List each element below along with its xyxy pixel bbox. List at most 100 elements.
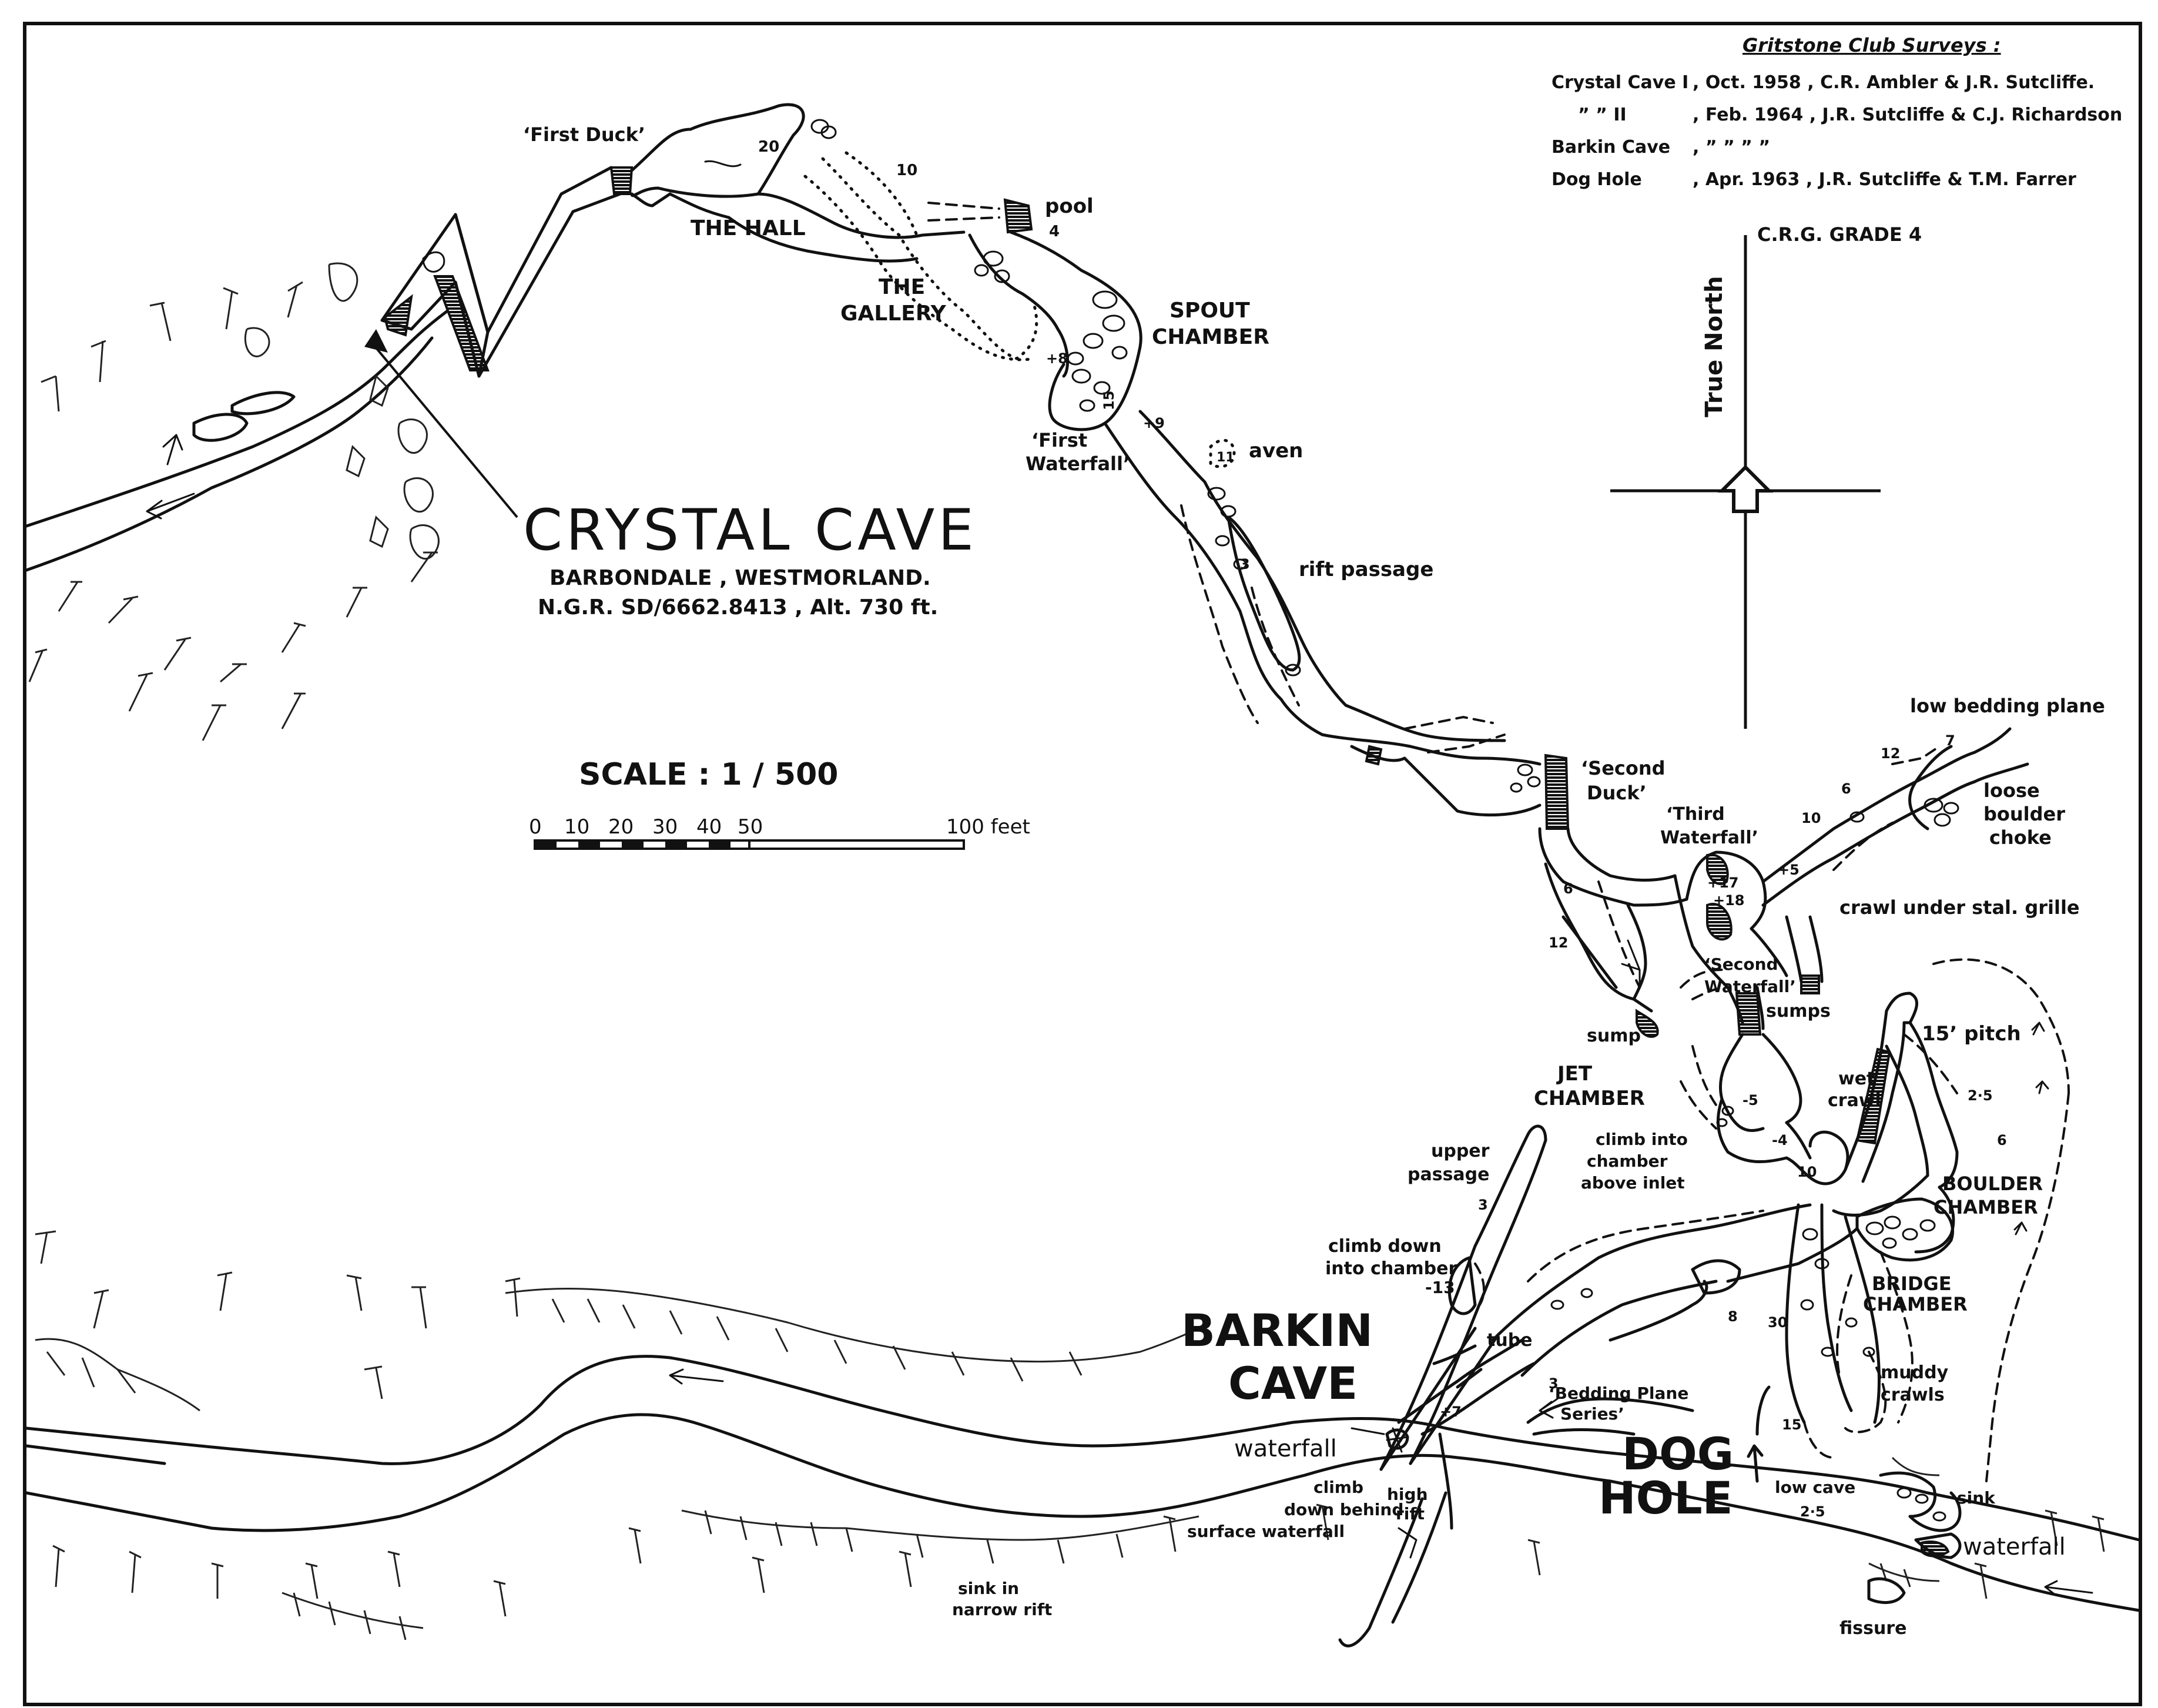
- map-location: BARBONDALE , WESTMORLAND.: [549, 566, 931, 590]
- barkin-waterfall: [1351, 1427, 1409, 1453]
- label-third-waterfall-1: ‘Third: [1666, 804, 1725, 825]
- spot-height: 7: [1945, 732, 1955, 749]
- label-rift-passage: rift passage: [1299, 558, 1433, 581]
- label-second-duck-1: ‘Second: [1581, 757, 1666, 779]
- barkin-dog-hole-passages: [1338, 1124, 1914, 1647]
- label-first-waterfall-1: ‘First: [1031, 429, 1087, 451]
- dog-hole-label-1: DOG: [1622, 1428, 1734, 1480]
- label-low-bedding-plane: low bedding plane: [1910, 695, 2105, 717]
- spot-height: 6: [1997, 1132, 2007, 1148]
- label-wet-crawl-1: wet: [1838, 1069, 1875, 1089]
- scale-tick-30: 30: [652, 815, 678, 839]
- scale-tick-40: 40: [696, 815, 722, 839]
- scale-tick-10: 10: [564, 815, 589, 839]
- spot-height: 6: [1841, 781, 1851, 797]
- spot-height: 12: [1549, 935, 1568, 951]
- scale-label: SCALE : 1 / 500: [579, 757, 838, 792]
- lower-stream: [25, 1355, 2141, 1612]
- scale-tick-50: 50: [738, 815, 763, 839]
- label-low-cave: low cave: [1775, 1478, 1855, 1497]
- label-climb-inlet-2: chamber: [1587, 1151, 1668, 1171]
- spot-height: +8: [1046, 350, 1068, 367]
- scale-bar: SCALE : 1 / 500 0 10 20 30 40 50 100 fee…: [529, 757, 1030, 850]
- label-first-duck: ‘First Duck’: [523, 123, 645, 146]
- spot-height: +17: [1707, 875, 1739, 891]
- label-waterfall-right: waterfall: [1963, 1533, 2066, 1560]
- label-climb-inlet-3: above inlet: [1581, 1173, 1685, 1193]
- spot-height: -13: [1425, 1278, 1455, 1297]
- label-climb-inlet-1: climb into: [1596, 1130, 1688, 1149]
- dog-hole-entrance: [1867, 1471, 1962, 1605]
- label-first-waterfall-2: Waterfall’: [1026, 453, 1130, 475]
- map-border: [23, 22, 2142, 1706]
- label-bridge-chamber-1: BRIDGE: [1872, 1272, 1952, 1295]
- label-the-gallery-1: THE: [879, 275, 925, 299]
- credit-2-name: ” ” II: [1578, 105, 1627, 125]
- label-climb-down-1: climb down: [1328, 1236, 1442, 1257]
- upper-crags: [28, 262, 440, 741]
- credit-1-name: Crystal Cave I: [1552, 72, 1688, 93]
- label-the-gallery-2: GALLERY: [840, 302, 947, 326]
- map-grid-ref: N.G.R. SD/6662.8413 , Alt. 730 ft.: [538, 595, 938, 619]
- true-north-label: True North: [1701, 276, 1728, 417]
- spot-height: 30: [1768, 1314, 1787, 1331]
- label-sink: sink: [1957, 1488, 1996, 1508]
- title-block: CRYSTAL CAVE BARBONDALE , WESTMORLAND. N…: [364, 329, 977, 619]
- spot-height: +18: [1713, 892, 1745, 909]
- label-sink-rift-2: narrow rift: [952, 1600, 1052, 1619]
- label-third-waterfall-2: Waterfall’: [1660, 828, 1758, 848]
- spot-height: +9: [1143, 415, 1165, 431]
- barkin-cave-label-1: BARKIN: [1181, 1304, 1373, 1357]
- label-fissure: fissure: [1839, 1618, 1906, 1639]
- spot-height: 12: [1881, 745, 1900, 762]
- label-pool: pool: [1045, 195, 1094, 218]
- spot-height: 15: [1782, 1416, 1801, 1433]
- label-crawl-grille: crawl under stal. grille: [1839, 896, 2080, 919]
- credit-3-name: Barkin Cave: [1552, 137, 1670, 158]
- label-second-waterfall-1: ‘Second: [1704, 955, 1778, 974]
- spot-heights: 20 10 4 +8 15 +9 11 3 6 12 +17 +18 +5 12…: [758, 138, 2007, 1520]
- scale-tick-20: 20: [608, 815, 634, 839]
- label-climb-down-2: into chamber: [1325, 1258, 1457, 1279]
- label-loose-2: boulder: [1983, 803, 2065, 825]
- label-upper-passage-1: upper: [1431, 1141, 1490, 1161]
- label-bedding-series-2: Series’: [1560, 1404, 1624, 1424]
- spot-height: 8: [1728, 1308, 1738, 1325]
- credit-4-name: Dog Hole: [1552, 169, 1642, 190]
- spot-height: 10: [1801, 810, 1821, 826]
- label-aven: aven: [1249, 439, 1303, 463]
- label-bedding-series-1: ‘Bedding Plane: [1549, 1384, 1688, 1403]
- label-wet-crawl-2: crawl: [1828, 1090, 1881, 1111]
- credit-3-detail: , ” ” ” ”: [1693, 137, 1770, 158]
- credits-heading: Gritstone Club Surveys :: [1743, 34, 2001, 56]
- spot-height: 2·5: [1968, 1087, 1993, 1104]
- label-muddy-crawls-2: crawls: [1881, 1385, 1945, 1405]
- label-spout-chamber-2: CHAMBER: [1152, 325, 1269, 349]
- cave-grade: C.R.G. GRADE 4: [1757, 223, 1922, 246]
- label-the-hall: THE HALL: [691, 216, 806, 240]
- spot-height: 10: [1797, 1164, 1817, 1180]
- label-spout-chamber-1: SPOUT: [1170, 299, 1250, 323]
- label-high-rift-1: high: [1387, 1485, 1428, 1504]
- label-sumps: sumps: [1766, 1001, 1831, 1022]
- spot-height: 20: [758, 138, 779, 156]
- spot-height: 3: [1240, 556, 1250, 572]
- label-upper-passage-2: passage: [1408, 1164, 1490, 1185]
- barkin-cave-label-2: CAVE: [1228, 1357, 1358, 1409]
- spot-height: 3: [1478, 1197, 1488, 1213]
- label-jet-chamber-1: JET: [1556, 1062, 1593, 1086]
- credit-2-detail: , Feb. 1964 , J.R. Sutcliffe & C.J. Rich…: [1693, 105, 2122, 125]
- north-arrow: True North: [1610, 235, 1881, 729]
- label-climb-behind-1: climb: [1313, 1478, 1363, 1497]
- label-loose-1: loose: [1983, 779, 2040, 802]
- label-waterfall-left: waterfall: [1234, 1435, 1337, 1462]
- map-title: CRYSTAL CAVE: [523, 497, 977, 563]
- credit-1-detail: , Oct. 1958 , C.R. Ambler & J.R. Sutclif…: [1693, 72, 2095, 93]
- survey-credits: Gritstone Club Surveys : Crystal Cave I …: [1552, 34, 2122, 246]
- label-tube: tube: [1487, 1330, 1533, 1351]
- label-15-pitch: 15’ pitch: [1922, 1022, 2021, 1046]
- dog-hole-label-2: HOLE: [1599, 1472, 1733, 1524]
- label-high-rift-2: rift: [1396, 1504, 1425, 1523]
- label-loose-3: choke: [1989, 826, 2052, 849]
